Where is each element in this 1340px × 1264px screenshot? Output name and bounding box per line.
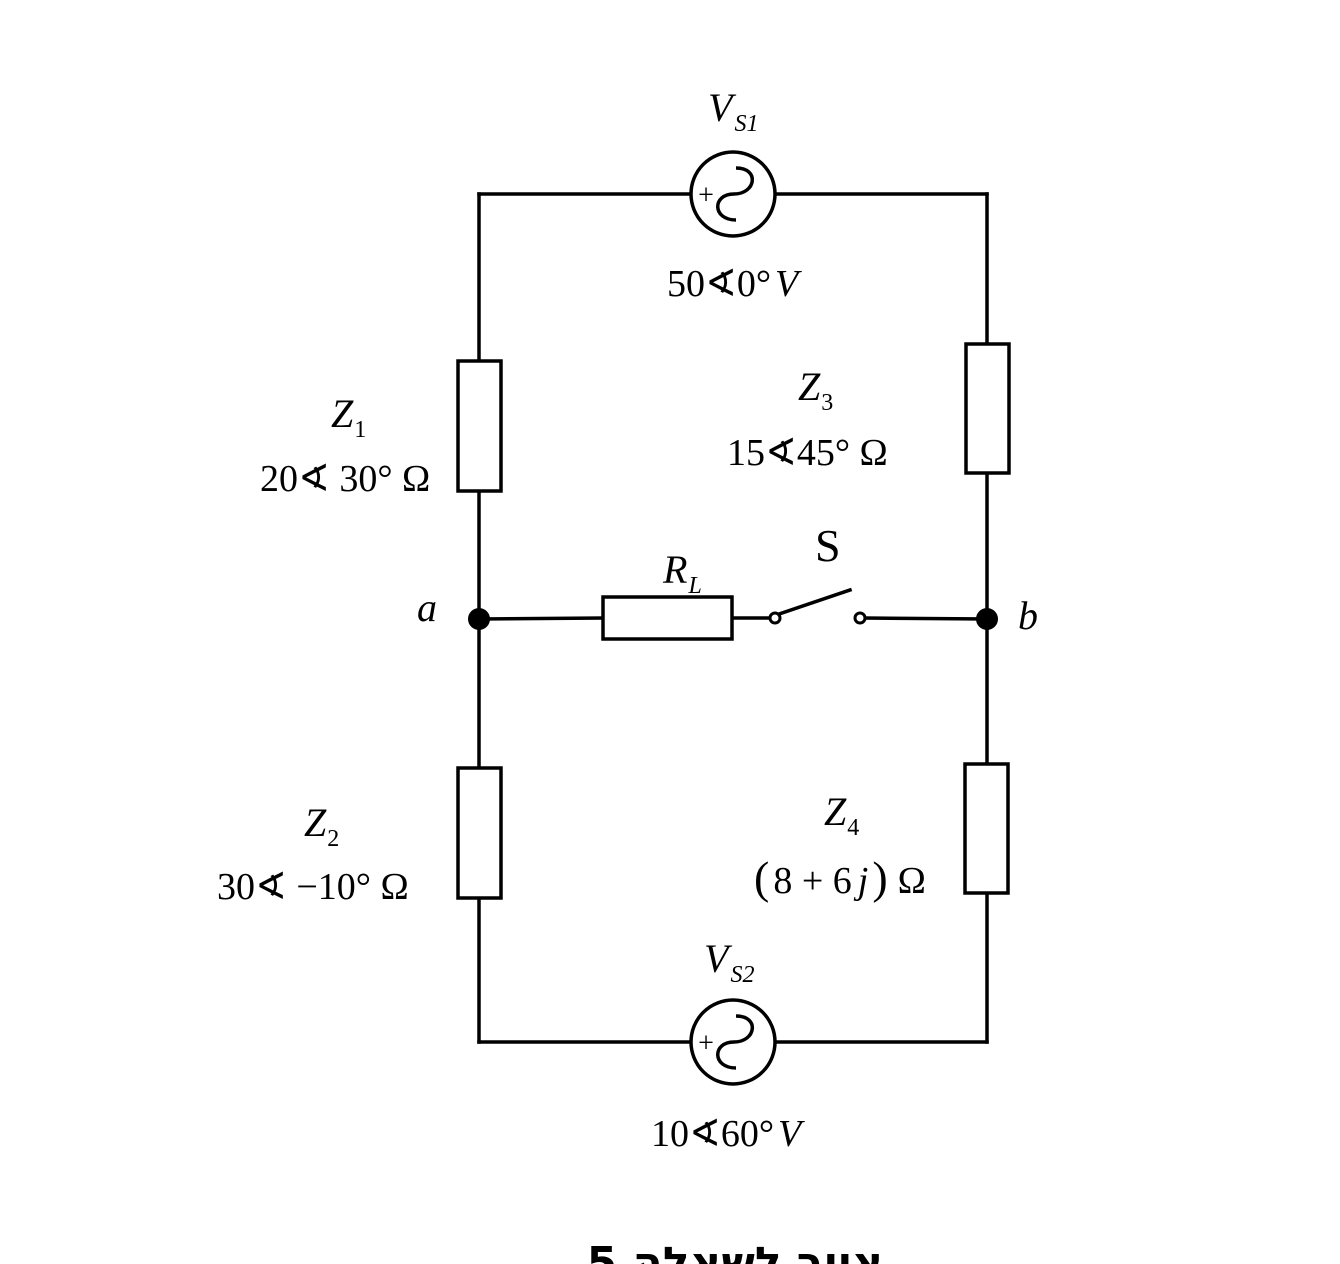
ac-wave-icon — [716, 1014, 755, 1070]
switch-s: S — [768, 520, 867, 625]
z4-label: Z4 — [824, 789, 859, 841]
z2-value: 30∢ −10° Ω — [217, 866, 409, 908]
plus-sign: + — [698, 1028, 714, 1059]
node-b-label: b — [1018, 593, 1038, 638]
plus-sign: + — [698, 180, 714, 211]
node-a-label: a — [417, 585, 437, 630]
z4-resistor — [963, 762, 1010, 895]
impedance-z3: Z3 15∢45° Ω — [727, 342, 1011, 475]
z3-value: 15∢45° Ω — [727, 432, 888, 474]
vs2-label: VS2 — [704, 936, 754, 988]
wires — [477, 192, 989, 1044]
switch-contact-left — [768, 611, 782, 625]
impedance-z2: Z2 30∢ −10° Ω — [217, 766, 503, 908]
z1-value: 20∢ 30° Ω — [260, 458, 430, 500]
switch-label: S — [815, 520, 841, 571]
z3-label: Z3 — [798, 364, 833, 416]
node-a: a — [417, 585, 490, 630]
wire-a-to-rl — [477, 616, 605, 621]
z1-label: Z1 — [331, 391, 366, 443]
z1-resistor — [456, 359, 503, 493]
vs1-label: VS1 — [708, 85, 758, 137]
wire-switch-to-b — [862, 616, 989, 621]
figure-caption: איור לשאלה 5 — [587, 1238, 884, 1264]
rl-label: RL — [662, 547, 702, 599]
node-a-dot — [468, 608, 490, 630]
switch-blade — [776, 587, 853, 617]
vs2-value: 10∢60°V — [651, 1113, 805, 1155]
load-resistor-rl: RL — [601, 547, 734, 641]
vs1-value: 50∢0°V — [667, 263, 802, 305]
z2-label: Z2 — [304, 800, 339, 852]
switch-contact-right — [853, 611, 867, 625]
node-b-dot — [976, 608, 998, 630]
ac-wave-icon — [716, 166, 755, 222]
impedance-z1: Z1 20∢ 30° Ω — [260, 359, 503, 500]
z3-resistor — [964, 342, 1011, 475]
z2-resistor — [456, 766, 503, 900]
voltage-source-vs1: + VS1 50∢0°V — [667, 85, 802, 305]
rl-resistor — [601, 595, 734, 641]
voltage-source-vs2: + VS2 10∢60°V — [651, 936, 805, 1155]
node-b: b — [976, 593, 1038, 638]
